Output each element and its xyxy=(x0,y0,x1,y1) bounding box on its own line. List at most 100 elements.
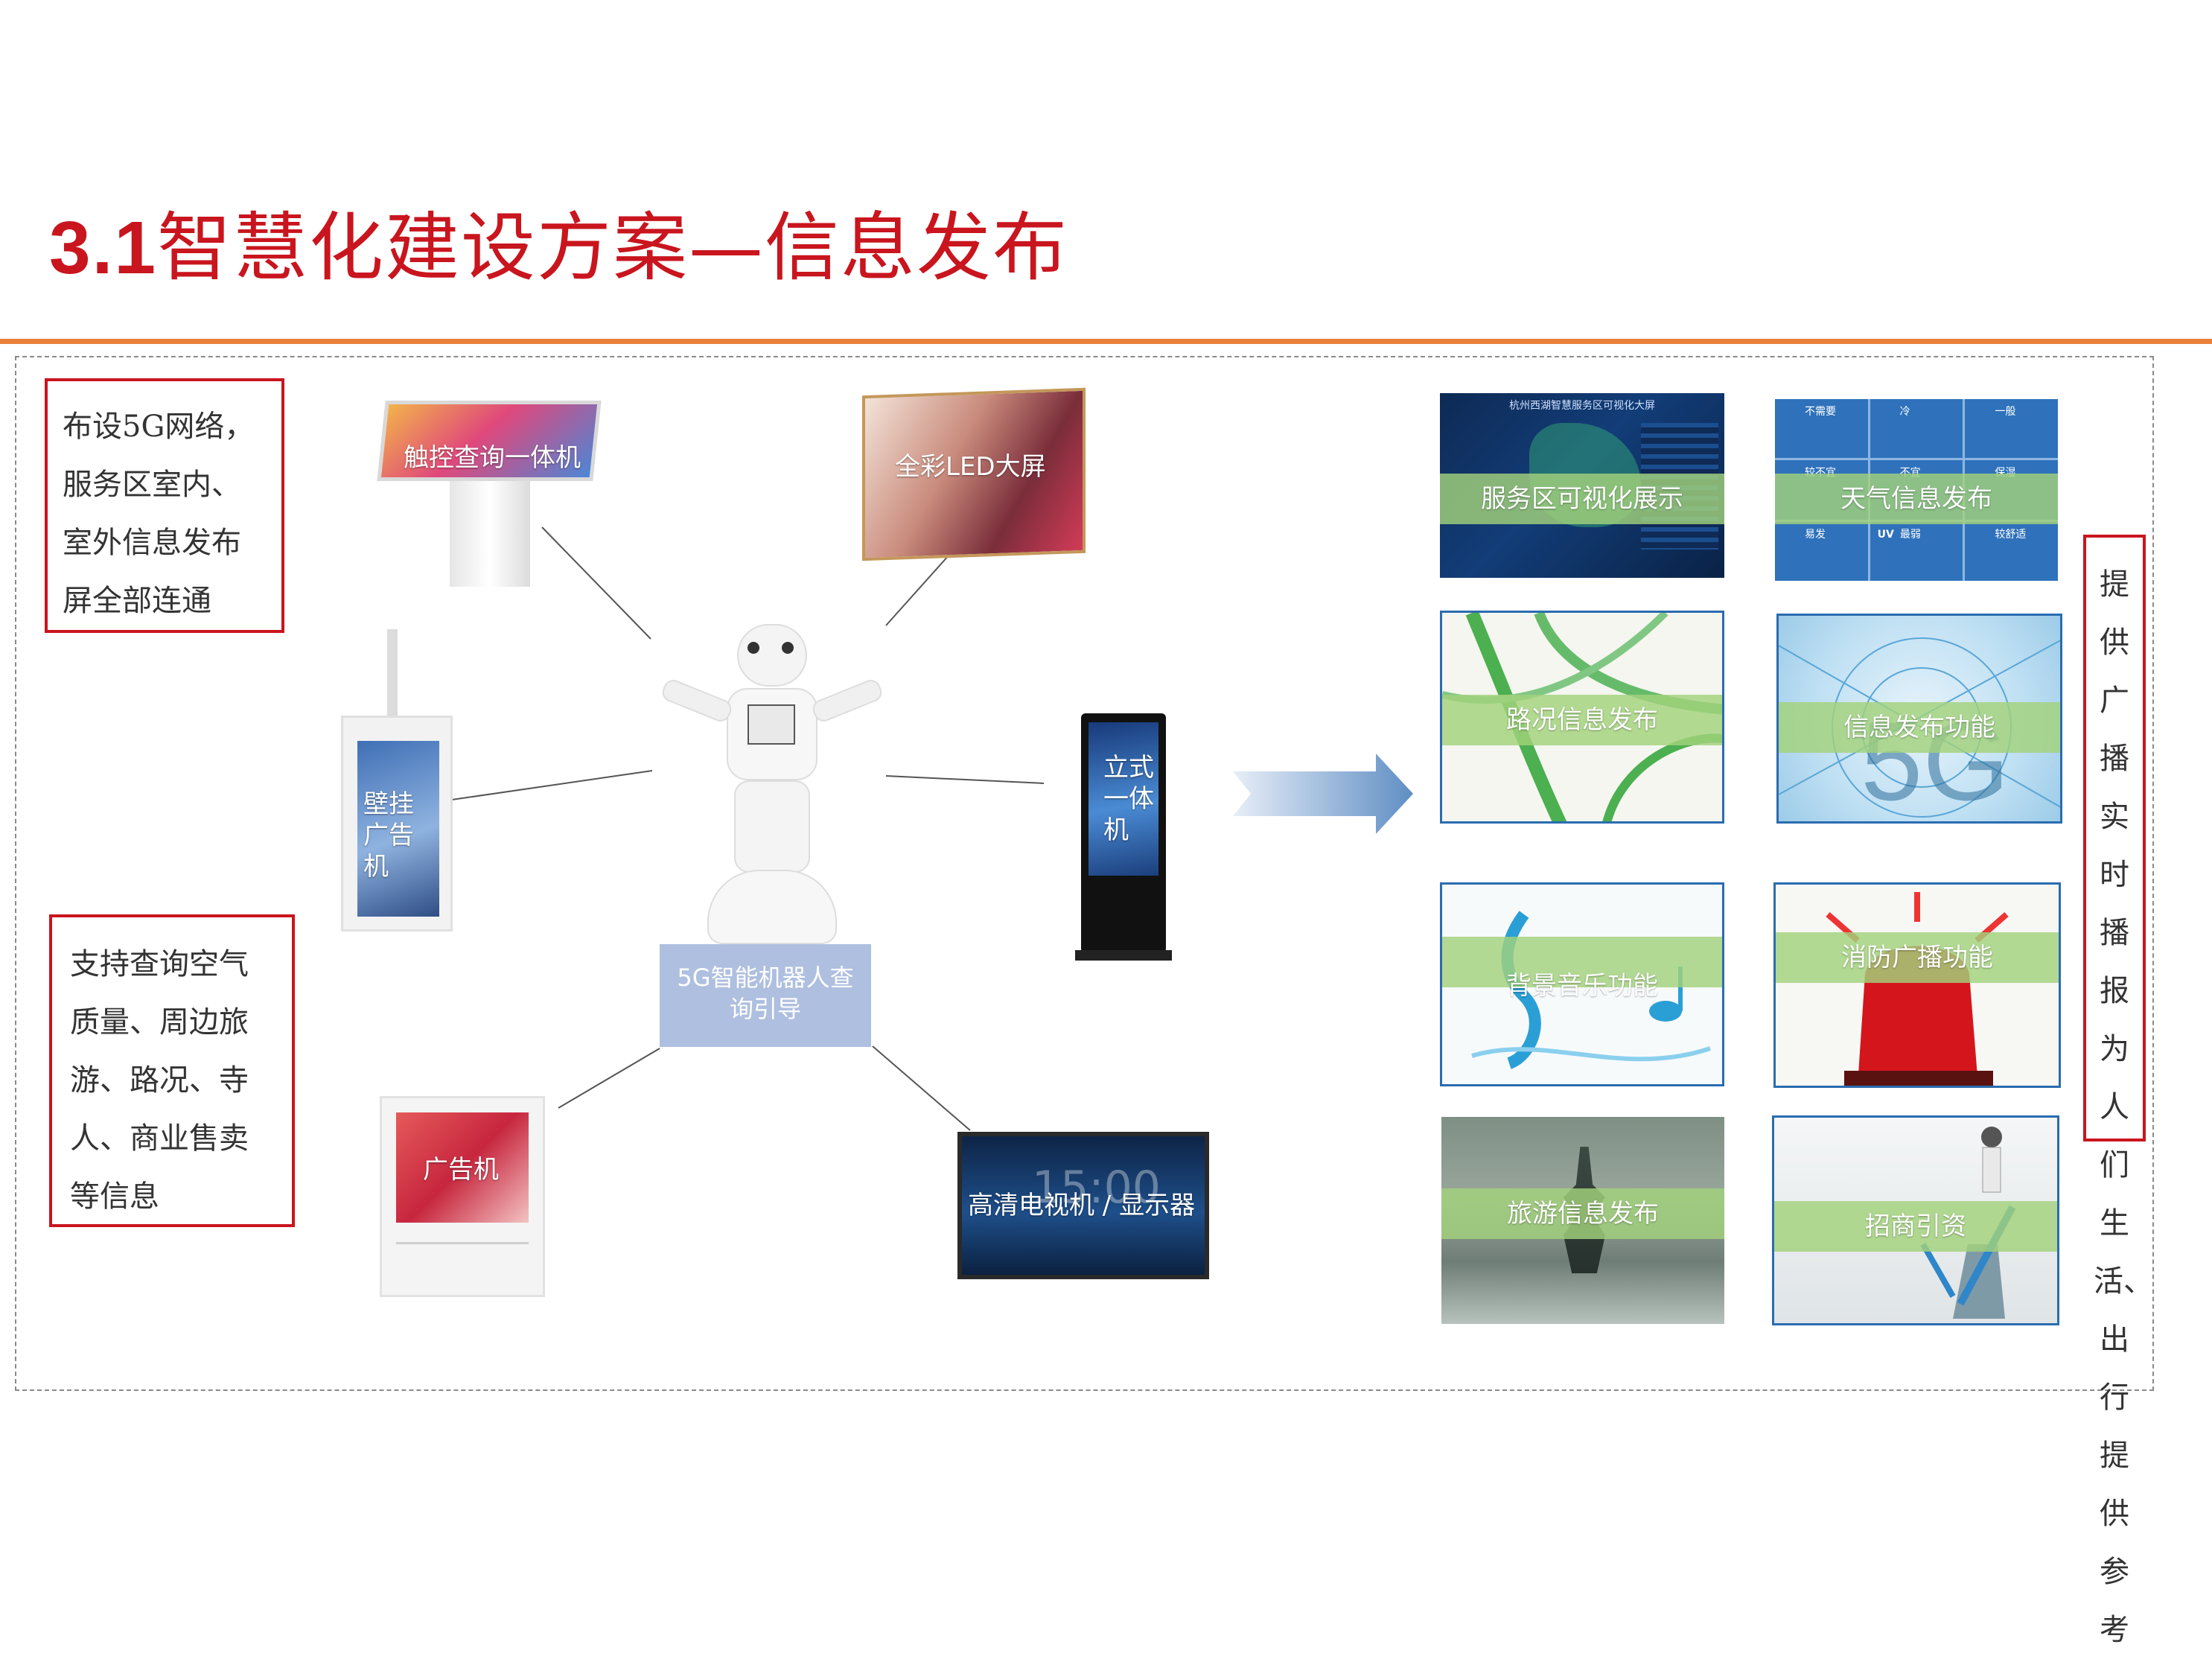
tile-label: 招商引资 xyxy=(1865,1211,1966,1241)
device-ad-machine: 广告机 xyxy=(380,1096,545,1297)
robot-head xyxy=(737,624,807,687)
page-title: 3.1智慧化建设方案—信息发布 xyxy=(49,200,1068,296)
note-line: 游、路况、寺 xyxy=(70,1063,249,1098)
wall-ad-screen xyxy=(357,741,439,917)
title-divider xyxy=(0,339,2212,344)
content-frame xyxy=(15,356,2154,1391)
alarm-light-icon xyxy=(1826,892,2009,1086)
note-line: 们生 xyxy=(2100,1148,2129,1241)
weather-cell: UV 最弱 xyxy=(1870,521,1963,581)
tile-band xyxy=(1440,474,1724,524)
wall-ad-label-line: 机 xyxy=(363,852,389,882)
note-line: 人、商业售卖 xyxy=(70,1121,249,1156)
robot-chest-screen xyxy=(748,704,795,745)
note-network: 布设5G网络， 服务区室内、 室外信息发布 屏全部连通 xyxy=(45,378,284,633)
tile-label: 背景音乐功能 xyxy=(1506,971,1658,1001)
note-line: 布设5G网络， xyxy=(63,410,255,444)
note-line: 提供 xyxy=(2100,567,2129,660)
connector-wall xyxy=(446,770,653,801)
note-query: 支持查询空气 质量、周边旅 游、路况、寺 人、商业售卖 等信息 xyxy=(49,914,295,1227)
note-line: 广播 xyxy=(2100,684,2129,776)
tile-label: 服务区可视化展示 xyxy=(1481,484,1683,514)
connector-ad xyxy=(558,1048,660,1109)
robot-body xyxy=(734,780,810,873)
note-line: 实时 xyxy=(2100,800,2129,892)
robot-label-box: 5G智能机器人查 询引导 xyxy=(660,944,871,1047)
standing-label-line: 机 xyxy=(1103,815,1129,845)
tv-label: 高清电视机 / 显示器 xyxy=(968,1191,1196,1220)
device-wall-ad: 壁挂 广告 机 xyxy=(341,629,454,934)
wall-ad-label-line: 壁挂 xyxy=(363,789,414,819)
note-line: 屏全部连通 xyxy=(63,584,211,618)
device-standing: 立式 一体 机 xyxy=(1075,713,1172,967)
note-line: 支持查询空气 xyxy=(70,947,249,981)
tile-label: 信息发布功能 xyxy=(1843,713,1995,742)
note-line: 提供 xyxy=(2100,1439,2129,1531)
connector-led xyxy=(885,554,950,626)
robot-base xyxy=(707,870,837,944)
ad-machine-divider xyxy=(396,1242,529,1244)
weather-cell: 较舒适 xyxy=(1965,521,2058,581)
wall-ad-label-line: 广告 xyxy=(363,821,414,850)
note-line: 参考 xyxy=(2100,1555,2129,1647)
robot-arm-left xyxy=(659,677,735,725)
wall-ad-label: 壁挂 广告 机 xyxy=(363,789,414,882)
connector-kiosk xyxy=(541,526,651,640)
note-line: 为人 xyxy=(2100,1032,2129,1124)
robot-label-line: 5G智能机器人查 xyxy=(677,964,854,992)
title-number: 3.1 xyxy=(49,206,158,290)
tile-fire-broadcast: 消防广播功能 xyxy=(1773,882,2061,1088)
tile-road: 路况信息发布 xyxy=(1440,611,1724,824)
uv-icon: UV xyxy=(1877,528,1894,541)
weather-cell: 一般 xyxy=(1965,399,2058,459)
robot-eye-left xyxy=(748,642,759,654)
note-line: 出行 xyxy=(2100,1322,2129,1415)
weather-cell: 不需要 xyxy=(1775,399,1868,459)
device-led-screen: 全彩LED大屏 xyxy=(862,387,1086,561)
tile-investment: 招商引资 xyxy=(1772,1115,2059,1325)
tile-label: 旅游信息发布 xyxy=(1507,1199,1659,1229)
connector-tv xyxy=(872,1045,971,1131)
tile-band xyxy=(1776,932,2059,983)
ad-machine-screen xyxy=(396,1112,529,1223)
note-broadcast: 提供 广播 实时 播报 为人 们生 活、 出行 提供 参考 xyxy=(2083,535,2153,1647)
tv-screen xyxy=(957,1132,1209,1279)
tile-tourism: 旅游信息发布 xyxy=(1441,1117,1724,1324)
title-text: 智慧化建设方案—信息发布 xyxy=(157,204,1069,291)
tile-band xyxy=(1779,702,2060,753)
kiosk-label: 触控查询一体机 xyxy=(404,443,581,473)
tile-service-dashboard: 杭州西湖智慧服务区可视化大屏 服务区可视化展示 xyxy=(1440,393,1724,578)
tile-band xyxy=(1774,1201,2057,1252)
weather-cell: 冷 xyxy=(1870,399,1963,459)
device-kiosk: 触控查询一体机 xyxy=(377,401,602,587)
note-line: 播报 xyxy=(2100,916,2129,1008)
connector-standing xyxy=(885,775,1045,784)
note-line: 服务区室内、 xyxy=(63,468,241,502)
dashboard-title: 杭州西湖智慧服务区可视化大屏 xyxy=(1509,400,1655,412)
note-line: 质量、周边旅 xyxy=(70,1005,249,1039)
note-line: 等信息 xyxy=(70,1179,159,1214)
standing-screen xyxy=(1089,722,1158,876)
ad-machine-label: 广告机 xyxy=(423,1155,499,1185)
flow-arrow-icon xyxy=(1233,754,1413,834)
robot-illustration xyxy=(655,624,886,944)
standing-label: 立式 一体 机 xyxy=(1103,752,1154,846)
weather-cell-text: 最弱 xyxy=(1899,528,1921,541)
robot-eye-right xyxy=(782,642,794,654)
device-tv: 15:00 高清电视机 / 显示器 xyxy=(957,1132,1211,1281)
tv-clock: 15:00 xyxy=(1032,1162,1161,1214)
robot-arm-right xyxy=(809,677,885,725)
tile-label: 天气信息发布 xyxy=(1840,484,1992,514)
hanging-pole xyxy=(387,629,398,717)
standing-label-line: 立式 xyxy=(1103,753,1154,783)
tile-label: 消防广播功能 xyxy=(1841,943,1993,972)
led-label: 全彩LED大屏 xyxy=(895,452,1046,482)
tile-label: 路况信息发布 xyxy=(1506,705,1658,735)
standing-base xyxy=(1075,950,1172,961)
weather-cell: 易发 xyxy=(1775,521,1868,581)
tile-band xyxy=(1442,937,1722,987)
tile-band xyxy=(1775,474,2058,524)
kiosk-stand xyxy=(450,481,530,587)
connector-lines xyxy=(446,526,1413,1131)
